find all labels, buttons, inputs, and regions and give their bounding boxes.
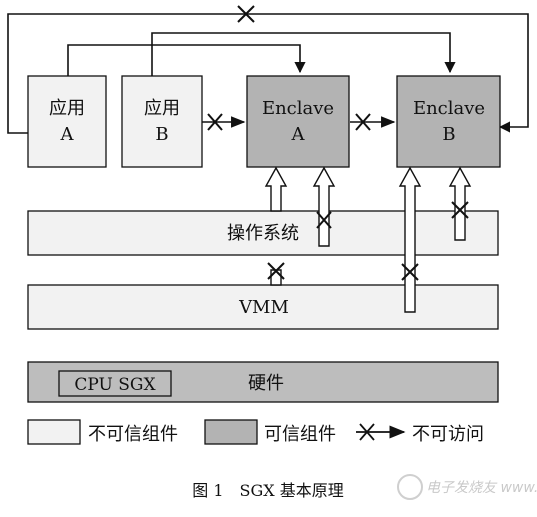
app-b-to-enclave-a-line [67,44,306,76]
x-mark-top-loop [237,5,255,23]
arrow-os-to-enclave-a [264,166,288,212]
app-b-box: 应用 B [121,75,203,168]
x-mark-enclave-a-right [316,211,332,229]
legend: 不可信组件 可信组件 不可访问 [27,419,484,445]
x-mark-appb-enca [207,113,223,131]
legend-trusted-label: 可信组件 [264,424,336,445]
cpu-sgx-box [58,370,172,397]
watermark-text: 电子发烧友 www.elecfans.com [426,480,537,496]
app-a-to-enclave-b-line [7,13,529,134]
arrow-x-marks [267,201,469,281]
legend-no-access-arrow [356,423,406,441]
vmm-layer: VMM [27,284,499,330]
legend-untrusted-label: 不可信组件 [88,424,178,445]
x-mark-enclave-b-left [401,263,419,281]
app-a-box: 应用 A [27,75,107,168]
app-b-label-1: 应用 [144,98,180,119]
os-layer: 操作系统 [27,210,499,256]
app-a-label-2: A [60,124,75,145]
enclave-b-label-2: B [442,124,455,145]
x-marks [207,5,371,131]
enclave-b-box: Enclave B [396,75,501,168]
enclave-a-label-2: A [291,124,306,145]
cpu-sgx-label: CPU SGX [74,375,156,395]
figure-caption: 图 1 SGX 基本原理 [192,481,344,500]
enclave-a-box: Enclave A [246,75,350,168]
hardware-layer: CPU SGX 硬件 [27,361,499,403]
enclave-a-label-1: Enclave [262,98,334,119]
x-mark-vmm-os [267,262,285,280]
enclave-b-label-1: Enclave [413,98,485,119]
arrow-os-to-enclave-b [448,166,472,241]
watermark: 电子发烧友 www.elecfans.com [397,474,537,500]
x-mark-enca-encb [355,113,371,131]
app-b-label-2: B [155,124,168,145]
vmm-label: VMM [238,297,289,318]
app-a-label-1: 应用 [49,98,85,119]
watermark-logo [397,474,423,500]
connector-lines [7,13,529,134]
os-label: 操作系统 [227,223,299,244]
x-mark-enclave-b-right [451,201,469,219]
app-a-to-enclave-b-top-line [151,32,456,76]
legend-trusted-swatch [204,419,258,445]
hardware-label: 硬件 [248,373,284,394]
legend-no-access-label: 不可访问 [412,424,484,445]
legend-untrusted-swatch [27,419,81,445]
